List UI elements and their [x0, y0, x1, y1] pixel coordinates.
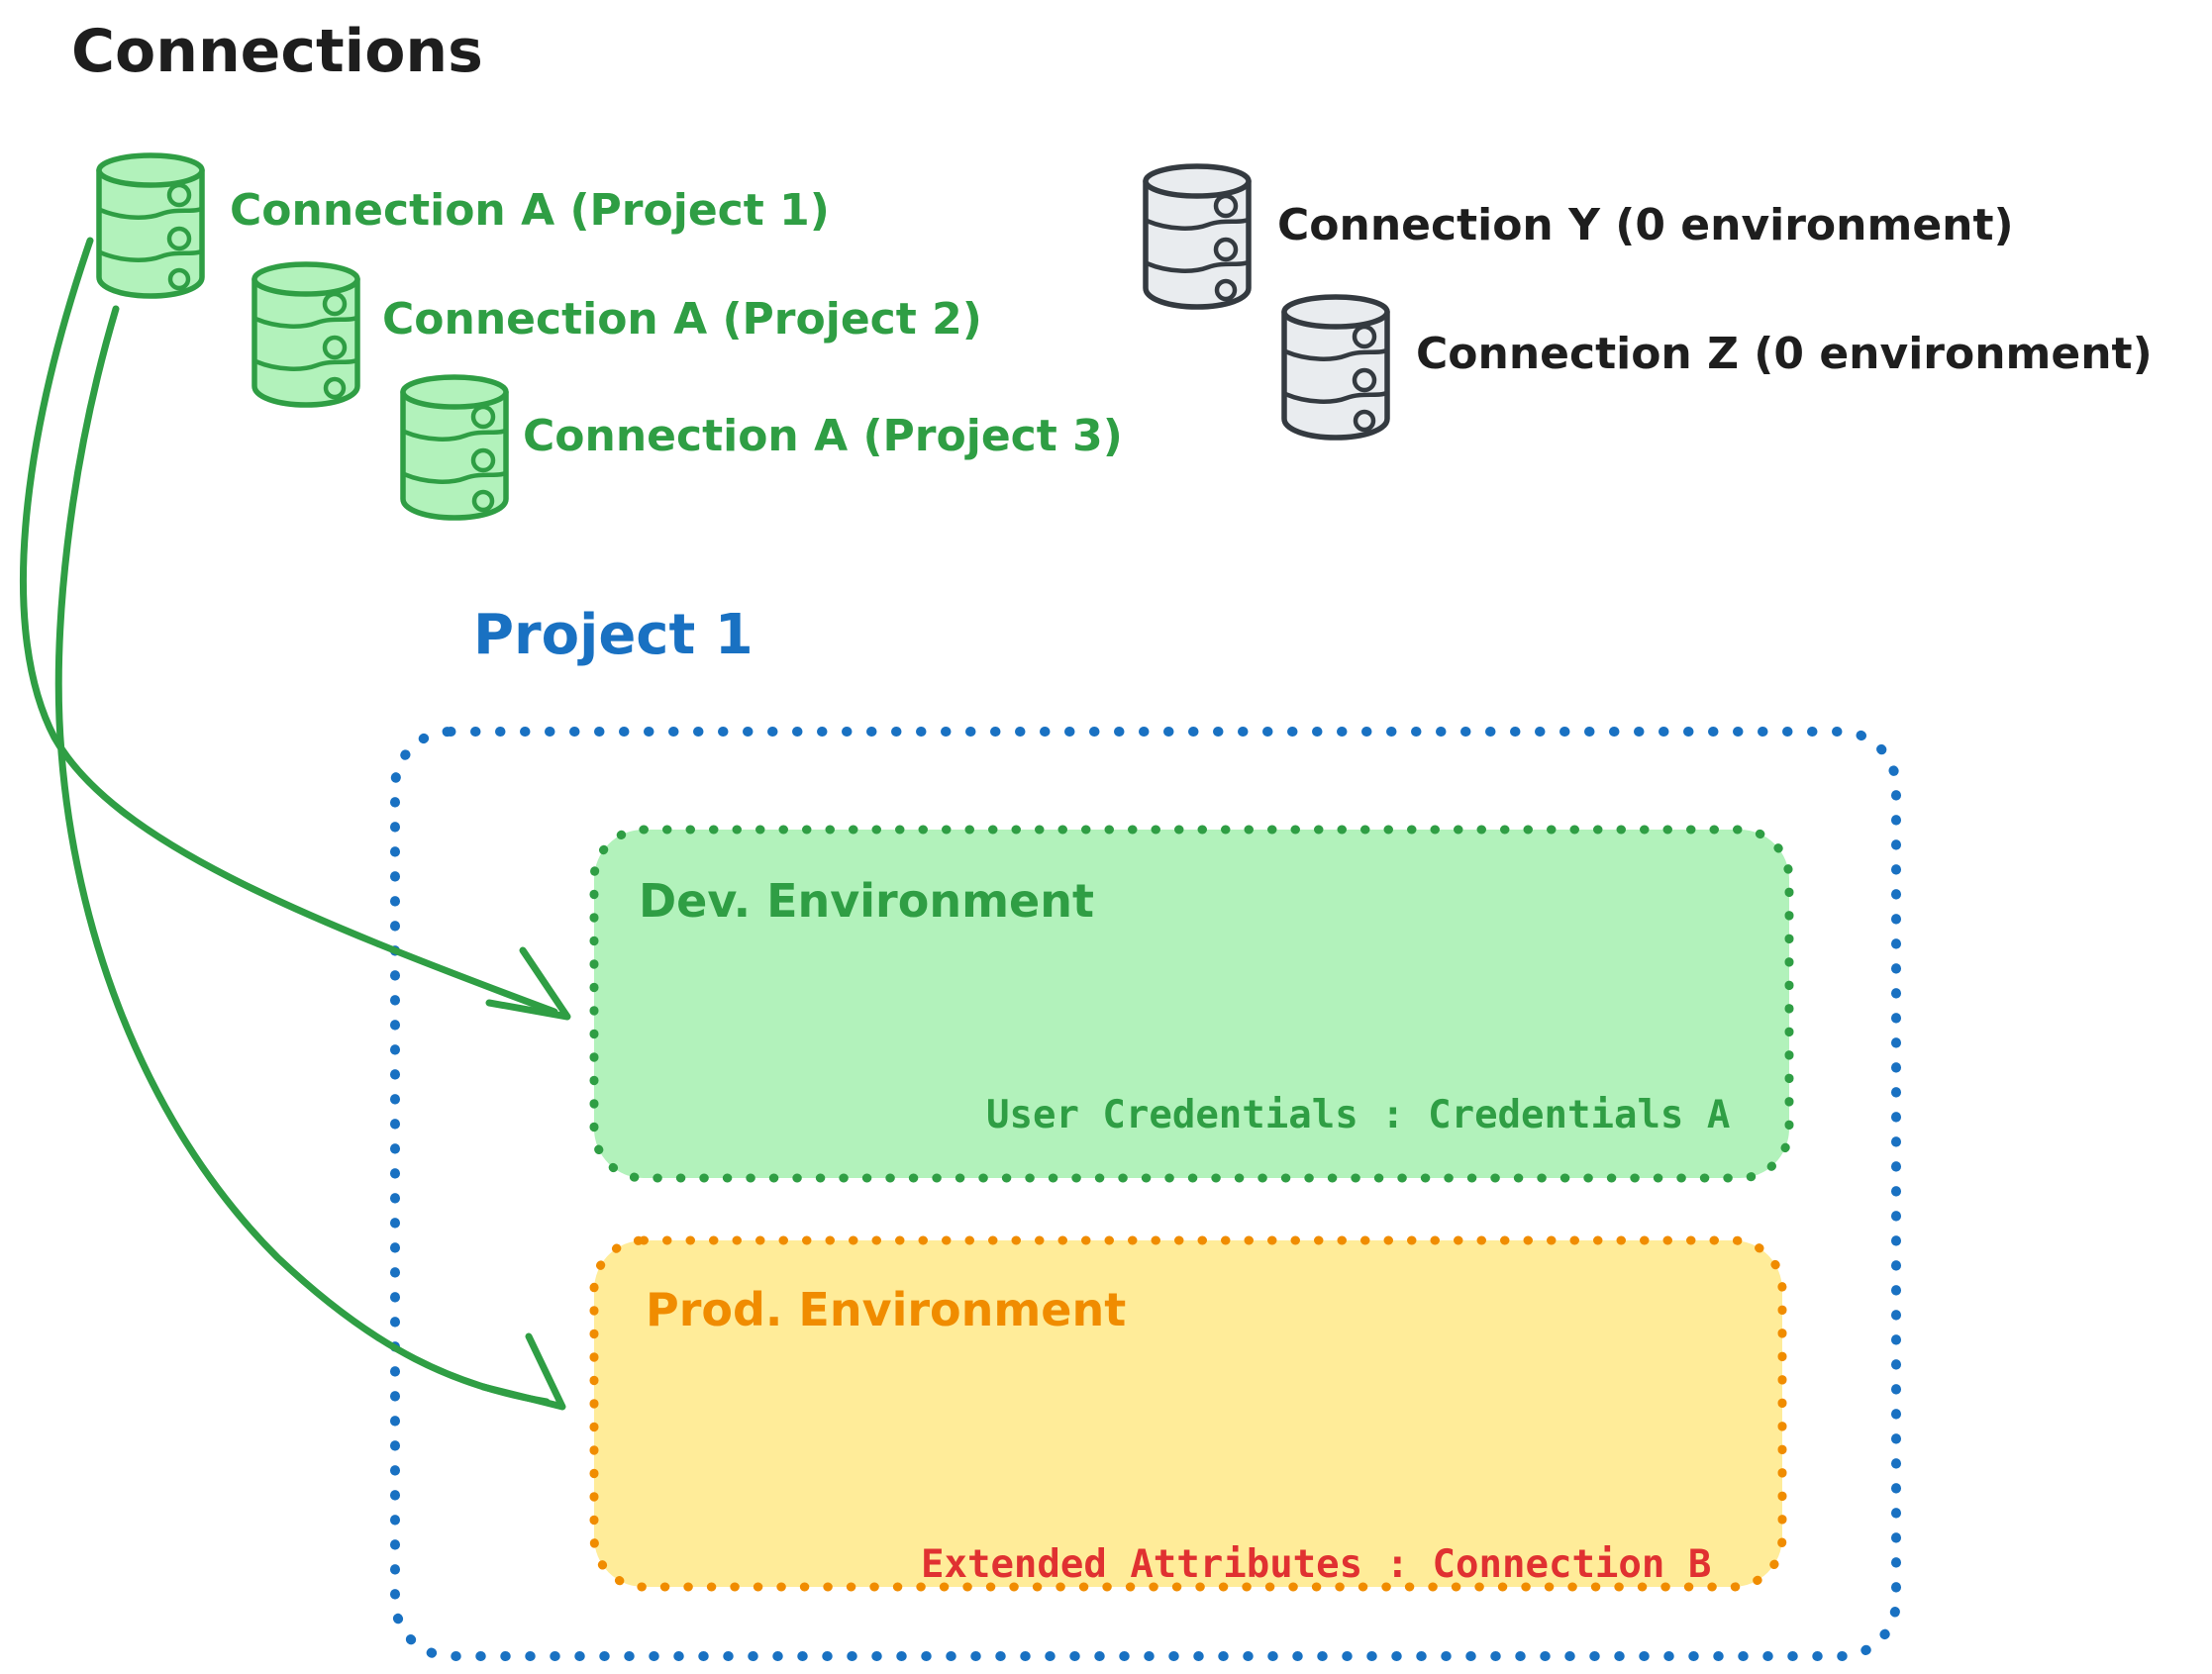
label-connection-a-project1: Connection A (Project 1)	[230, 185, 830, 236]
dev-environment-title: Dev. Environment	[639, 874, 1094, 928]
dev-environment-credentials-mapping: User Credentials : Credentials A	[986, 1093, 1731, 1137]
database-icon-connection-z	[1284, 297, 1387, 438]
database-icon-connection-y	[1146, 166, 1249, 307]
diagram-title: Connections	[71, 17, 483, 86]
prod-mapping-line1: Extended Attributes : Connection B	[921, 1542, 1712, 1587]
prod-environment-title: Prod. Environment	[646, 1283, 1127, 1336]
label-connection-z: Connection Z (0 environment)	[1416, 329, 2153, 379]
label-connection-a-project2: Connection A (Project 2)	[382, 294, 982, 345]
database-icon-connection-a-project2	[254, 264, 357, 405]
arrow-connection-a-to-prod	[54, 305, 566, 1411]
project1-title: Project 1	[473, 603, 754, 667]
label-connection-a-project3: Connection A (Project 3)	[523, 411, 1123, 461]
prod-environment-box	[589, 1235, 1787, 1592]
arrow-connection-a-to-dev	[19, 237, 571, 1021]
label-connection-y: Connection Y (0 environment)	[1277, 200, 2014, 250]
project1-container-box	[390, 727, 1901, 1661]
prod-environment-credentials-mapping: Extended Attributes : Connection B Ext.A…	[921, 1441, 1735, 1674]
dev-environment-box	[589, 825, 1794, 1183]
database-icon-connection-a-project1	[99, 155, 202, 296]
database-icon-connection-a-project3	[403, 377, 506, 518]
